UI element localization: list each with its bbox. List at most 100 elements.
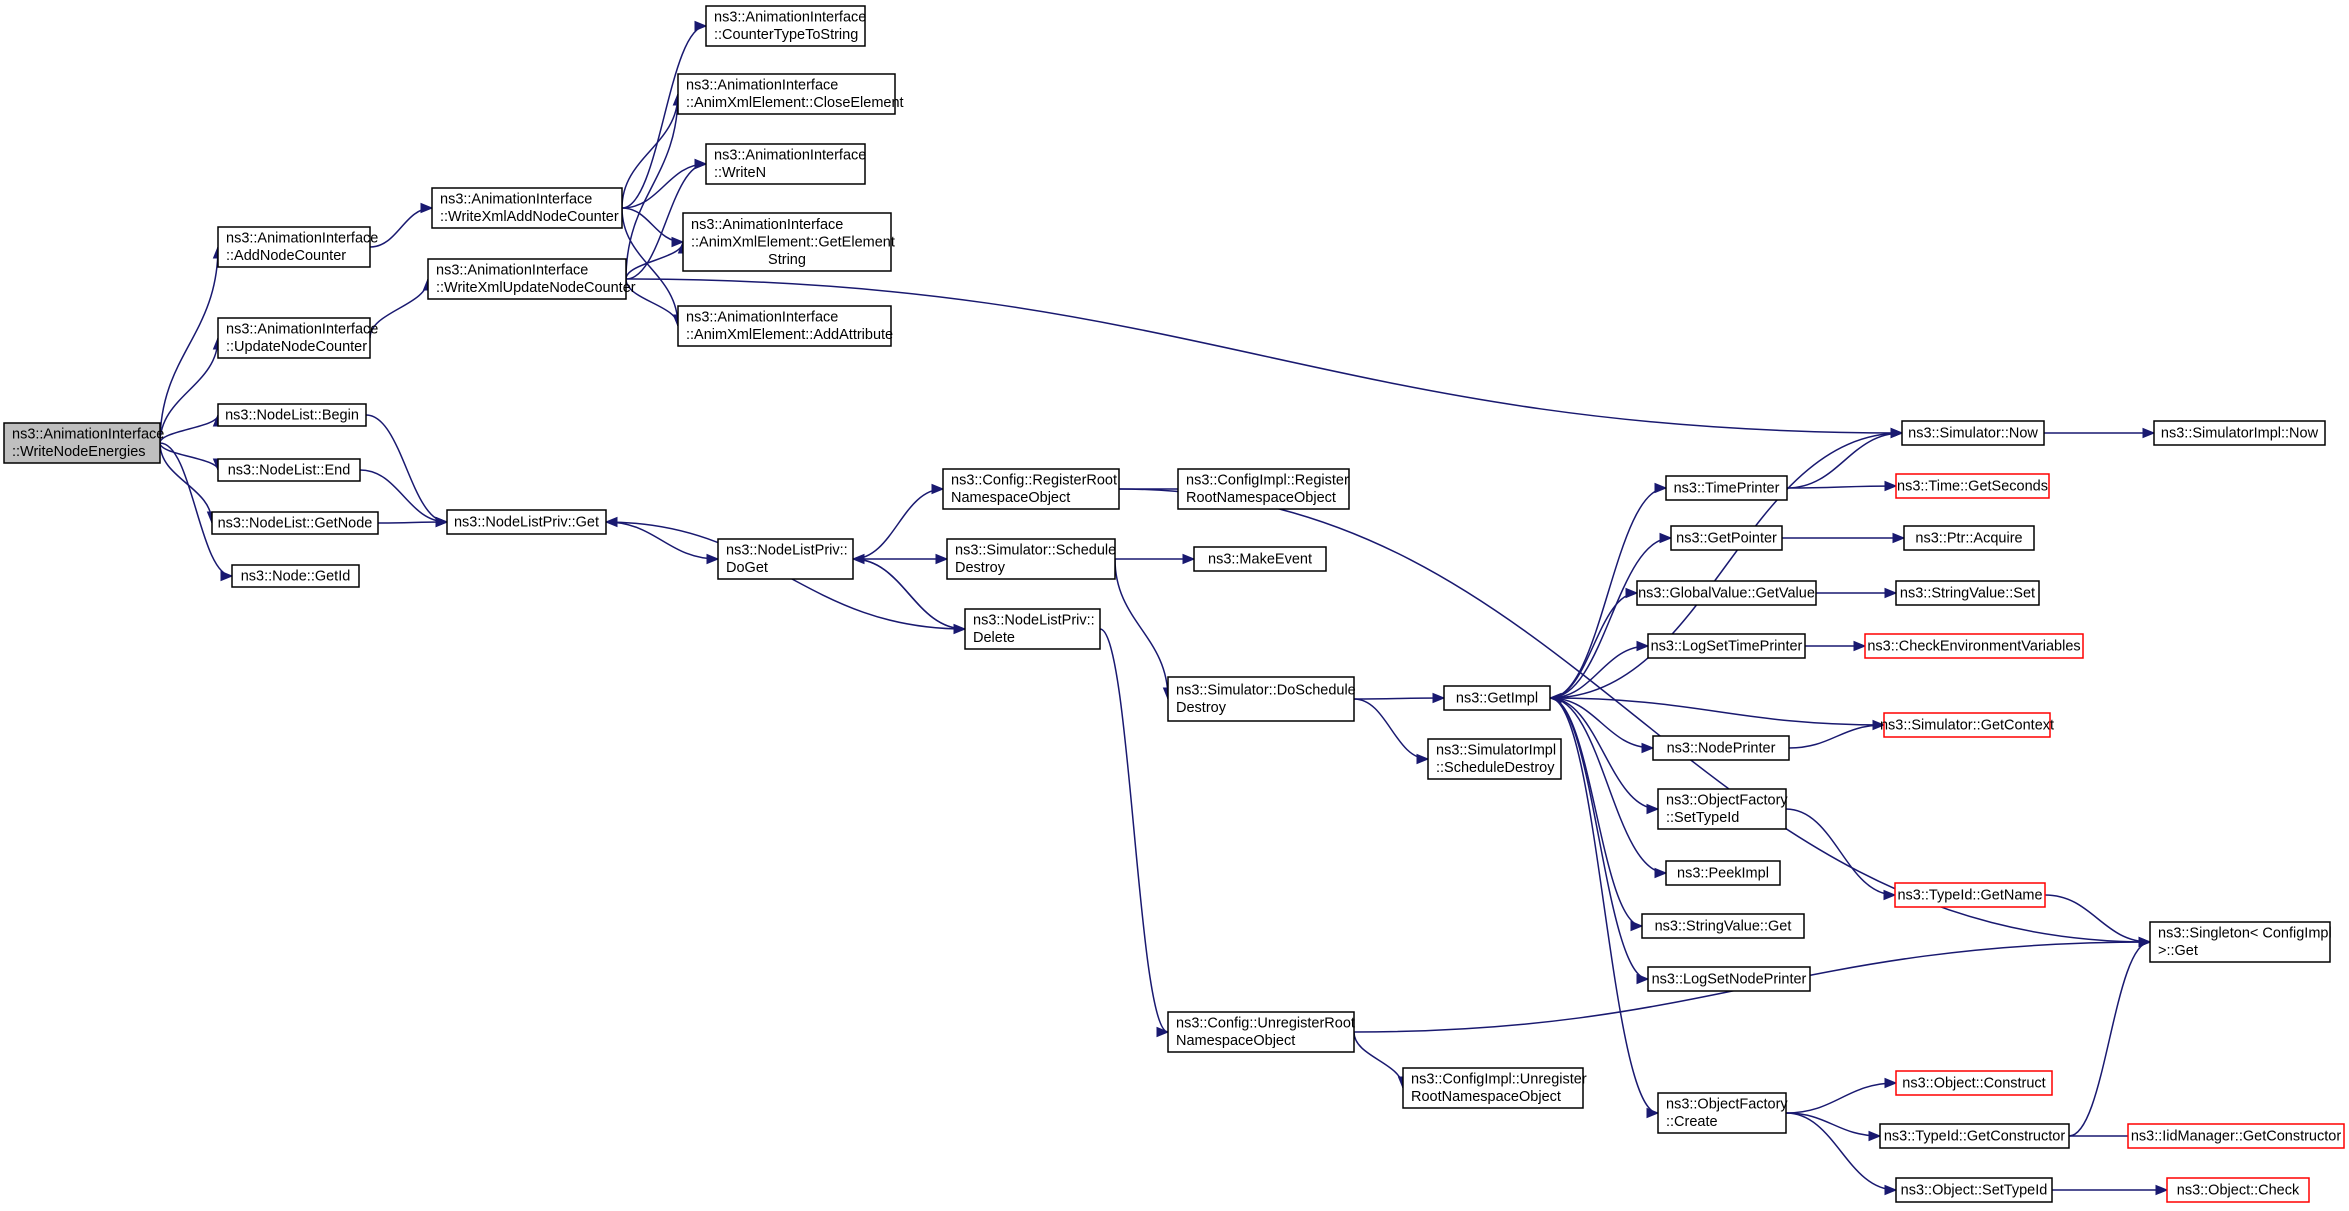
node-get-pointer[interactable]: ns3::GetPointer (1670, 525, 1783, 551)
node-label-line: ::AddNodeCounter (226, 248, 346, 264)
edge-node-list-priv-get-to-node-list-priv-do-get (605, 521, 720, 565)
node-label-line: ns3::ConfigImpl::Unregister (1411, 1072, 1587, 1088)
node-sim-impl-schedule-destroy[interactable]: ns3::SimulatorImpl::ScheduleDestroy (1427, 738, 1562, 780)
edge-line (1114, 558, 1169, 700)
node-box (211, 511, 379, 535)
node-get-element-string[interactable]: ns3::AnimationInterface::AnimXmlElement:… (682, 212, 895, 272)
node-label-line: ns3::GetPointer (1676, 530, 1777, 546)
node-label-line: Destroy (1176, 700, 1227, 716)
node-write-n[interactable]: ns3::AnimationInterface::WriteN (705, 143, 866, 185)
node-obj-factory-set-type-id[interactable]: ns3::ObjectFactory::SetTypeId (1657, 788, 1788, 830)
edge-global-value-get-value-to-string-value-set (1816, 587, 1898, 599)
node-label-line: ns3::Simulator::Schedule (955, 543, 1116, 559)
node-node-list-priv-delete[interactable]: ns3::NodeListPriv::Delete (964, 608, 1101, 650)
node-box (2166, 1177, 2310, 1203)
node-log-set-time-printer[interactable]: ns3::LogSetTimePrinter (1647, 633, 1806, 659)
node-log-set-node-printer[interactable]: ns3::LogSetNodePrinter (1647, 966, 1811, 992)
edge-line (1785, 1112, 1881, 1137)
node-sim-get-context[interactable]: ns3::Simulator::GetContext (1880, 712, 2054, 738)
node-box (1657, 788, 1787, 830)
node-node-list-priv-get[interactable]: ns3::NodeListPriv::Get (446, 509, 607, 535)
node-label-line: ::AnimXmlElement::GetElement (691, 234, 895, 250)
node-node-get-id[interactable]: ns3::Node::GetId (231, 564, 360, 588)
node-box (1652, 735, 1790, 761)
node-update-node-counter[interactable]: ns3::AnimationInterface::UpdateNodeCount… (217, 317, 378, 359)
edge-line (1549, 487, 1667, 699)
node-iid-manager-get-constructor[interactable]: ns3::IidManager::GetConstructor (2127, 1123, 2345, 1149)
arrow-head-icon (1654, 867, 1668, 879)
node-object-check[interactable]: ns3::Object::Check (2166, 1177, 2310, 1203)
nodes-layer: ns3::AnimationInterface::WriteNodeEnergi… (3, 5, 2345, 1203)
node-box (2127, 1123, 2345, 1149)
edge-line (159, 442, 233, 577)
node-global-value-get-value[interactable]: ns3::GlobalValue::GetValue (1636, 580, 1817, 606)
node-label-line: ::ScheduleDestroy (1436, 760, 1555, 776)
node-write-xml-add[interactable]: ns3::AnimationInterface::WriteXmlAddNode… (431, 187, 623, 229)
node-add-attribute[interactable]: ns3::AnimationInterface::AnimXmlElement:… (677, 305, 893, 347)
edge-time-printer-to-sim-now (1786, 427, 1904, 489)
node-unregister-root[interactable]: ns3::Config::UnregisterRootNamespaceObje… (1167, 1011, 1355, 1053)
node-sim-schedule-destroy[interactable]: ns3::Simulator::ScheduleDestroy (946, 538, 1116, 580)
node-counter-type-to-string[interactable]: ns3::AnimationInterface::CounterTypeToSt… (705, 5, 866, 47)
node-get-impl[interactable]: ns3::GetImpl (1443, 685, 1551, 711)
edge-get-pointer-to-ptr-acquire (1782, 532, 1906, 544)
node-obj-factory-create[interactable]: ns3::ObjectFactory::Create (1657, 1092, 1788, 1134)
node-label-line: ns3::AnimationInterface (226, 231, 378, 247)
node-label-line: ns3::StringValue::Set (1900, 585, 2035, 601)
edge-update-node-counter-to-write-xml-update (369, 277, 434, 339)
node-node-list-get-node[interactable]: ns3::NodeList::GetNode (211, 511, 379, 535)
edge-line (1785, 808, 1896, 896)
edge-type-id-get-constructor-to-singleton-get (2068, 936, 2152, 1137)
node-box (1193, 546, 1327, 572)
node-type-id-get-name[interactable]: ns3::TypeId::GetName (1894, 882, 2046, 908)
node-write-xml-update[interactable]: ns3::AnimationInterface::WriteXmlUpdateN… (427, 258, 636, 300)
edge-line (852, 558, 966, 630)
node-string-value-set[interactable]: ns3::StringValue::Set (1895, 580, 2040, 606)
node-object-set-type-id[interactable]: ns3::Object::SetTypeId (1895, 1177, 2053, 1203)
node-config-impl-unregister[interactable]: ns3::ConfigImpl::UnregisterRootNamespace… (1402, 1067, 1587, 1109)
node-type-id-get-constructor[interactable]: ns3::TypeId::GetConstructor (1879, 1123, 2070, 1149)
node-box (427, 258, 627, 300)
node-node-list-priv-do-get[interactable]: ns3::NodeListPriv::DoGet (717, 538, 854, 580)
node-label-line: ns3::Object::Check (2177, 1182, 2300, 1198)
node-box (1636, 580, 1817, 606)
edge-line (1785, 1112, 1897, 1191)
arrow-head-icon (220, 570, 234, 582)
arrow-head-icon (420, 202, 434, 214)
node-time-get-seconds[interactable]: ns3::Time::GetSeconds (1895, 473, 2050, 499)
node-box (1657, 1092, 1787, 1134)
node-label-line: ::Create (1666, 1114, 1718, 1130)
node-add-node-counter[interactable]: ns3::AnimationInterface::AddNodeCounter (217, 226, 378, 268)
node-ptr-acquire[interactable]: ns3::Ptr::Acquire (1903, 525, 2035, 551)
node-label-line: ns3::TypeId::GetConstructor (1884, 1128, 2066, 1144)
node-box (2153, 420, 2326, 446)
node-close-element[interactable]: ns3::AnimationInterface::AnimXmlElement:… (677, 73, 904, 115)
node-time-printer[interactable]: ns3::TimePrinter (1665, 475, 1788, 501)
node-string-value-get[interactable]: ns3::StringValue::Get (1641, 913, 1805, 939)
arrow-head-icon (931, 483, 945, 495)
node-config-impl-register[interactable]: ns3::ConfigImpl::RegisterRootNamespaceOb… (1177, 468, 1350, 510)
node-label-line: ns3::Ptr::Acquire (1915, 530, 2022, 546)
edge-line (1549, 432, 1903, 699)
node-box (1177, 468, 1350, 510)
node-label-line: ns3::LogSetNodePrinter (1652, 971, 1807, 987)
node-make-event[interactable]: ns3::MakeEvent (1193, 546, 1327, 572)
node-node-list-end[interactable]: ns3::NodeList::End (217, 458, 361, 482)
node-label-line: ns3::SimulatorImpl::Now (2161, 425, 2319, 441)
node-node-list-begin[interactable]: ns3::NodeList::Begin (217, 403, 367, 427)
edge-sim-schedule-destroy-to-do-schedule-destroy (1114, 558, 1174, 701)
node-singleton-get[interactable]: ns3::Singleton< ConfigImpl>::Get (2149, 921, 2332, 963)
edge-line (159, 414, 219, 444)
node-node-printer[interactable]: ns3::NodePrinter (1652, 735, 1790, 761)
node-object-construct[interactable]: ns3::Object::Construct (1895, 1070, 2053, 1096)
node-sim-now[interactable]: ns3::Simulator::Now (1901, 420, 2045, 446)
node-root[interactable]: ns3::AnimationInterface::WriteNodeEnergi… (3, 422, 164, 464)
edge-write-xml-add-to-get-element-string (621, 207, 685, 248)
node-sim-impl-now[interactable]: ns3::SimulatorImpl::Now (2153, 420, 2326, 446)
node-box (1641, 913, 1805, 939)
node-peek-impl[interactable]: ns3::PeekImpl (1665, 860, 1781, 886)
arrow-head-icon (935, 553, 949, 565)
node-check-env-vars[interactable]: ns3::CheckEnvironmentVariables (1864, 633, 2084, 659)
